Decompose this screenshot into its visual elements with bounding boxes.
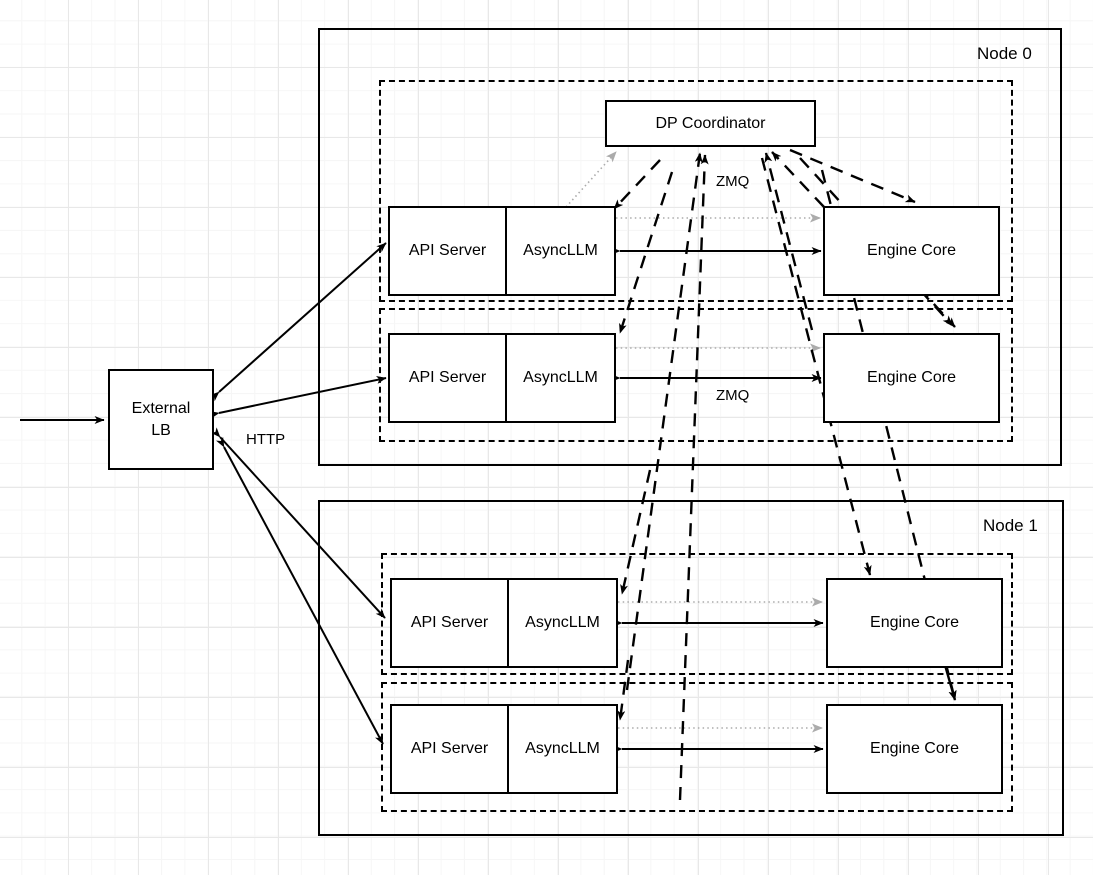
api-server-asyncllm-2[interactable]: API Server AsyncLLM (390, 578, 618, 668)
external-lb-box[interactable]: External LB (108, 369, 214, 470)
api-server-label-1: API Server (408, 369, 487, 386)
node-label-0: Node 0 (977, 44, 1032, 63)
replica-group-2 (381, 553, 1013, 675)
node-container-1 (318, 500, 1064, 836)
edge-dashed-enginecore0-coordinator (771, 151, 825, 208)
asyncllm-label-1: AsyncLLM (505, 335, 614, 421)
edge-dotted-asyncllm-coordinator (565, 151, 617, 208)
zmq-label-top: ZMQ (714, 173, 752, 190)
edge-dashed-enginecore3-coordinator (678, 154, 709, 801)
replica-group-0 (379, 80, 1013, 302)
edge-lb-to-api-0 (209, 242, 387, 402)
node-label-1: Node 1 (983, 516, 1038, 535)
api-server-asyncllm-3[interactable]: API Server AsyncLLM (390, 704, 618, 794)
edge-dashed-coordinator-enginecore0 (789, 148, 916, 204)
external-lb-line2: LB (151, 421, 171, 439)
replica-group-3 (381, 682, 1013, 812)
replica-group-1 (379, 308, 1013, 442)
edge-dashed-enginecore2-coordinator (625, 152, 703, 691)
engine-core-0[interactable]: Engine Core (823, 206, 1000, 296)
http-label: HTTP (244, 431, 288, 448)
api-server-label-3: API Server (410, 740, 489, 757)
engine-core-3[interactable]: Engine Core (826, 704, 1003, 794)
node-container-0 (318, 28, 1062, 466)
external-lb-line1: External (131, 399, 191, 417)
asyncllm-label-3: AsyncLLM (507, 706, 616, 792)
edge-lb-to-api-1 (208, 376, 387, 419)
edge-dashed-coordinator-enginecore2 (760, 157, 872, 576)
zmq-label-second: ZMQ (714, 387, 752, 404)
asyncllm-label-0: AsyncLLM (505, 208, 614, 294)
edge-dashed-coordinator-asyncllm-1 (618, 171, 674, 334)
api-server-label-0: API Server (408, 242, 487, 259)
engine-core-1[interactable]: Engine Core (823, 333, 1000, 423)
api-server-asyncllm-0[interactable]: API Server AsyncLLM (388, 206, 616, 296)
api-server-asyncllm-1[interactable]: API Server AsyncLLM (388, 333, 616, 423)
engine-core-2[interactable]: Engine Core (826, 578, 1003, 668)
edge-dashed-coordinator-asyncllm-0 (613, 159, 661, 210)
asyncllm-label-2: AsyncLLM (507, 580, 616, 666)
edge-dashed-coordinator-asyncllm-3 (617, 659, 630, 721)
dp-coordinator-box[interactable]: DP Coordinator (605, 100, 816, 147)
api-server-label-2: API Server (410, 614, 489, 631)
edge-lb-to-api-3 (216, 436, 384, 745)
